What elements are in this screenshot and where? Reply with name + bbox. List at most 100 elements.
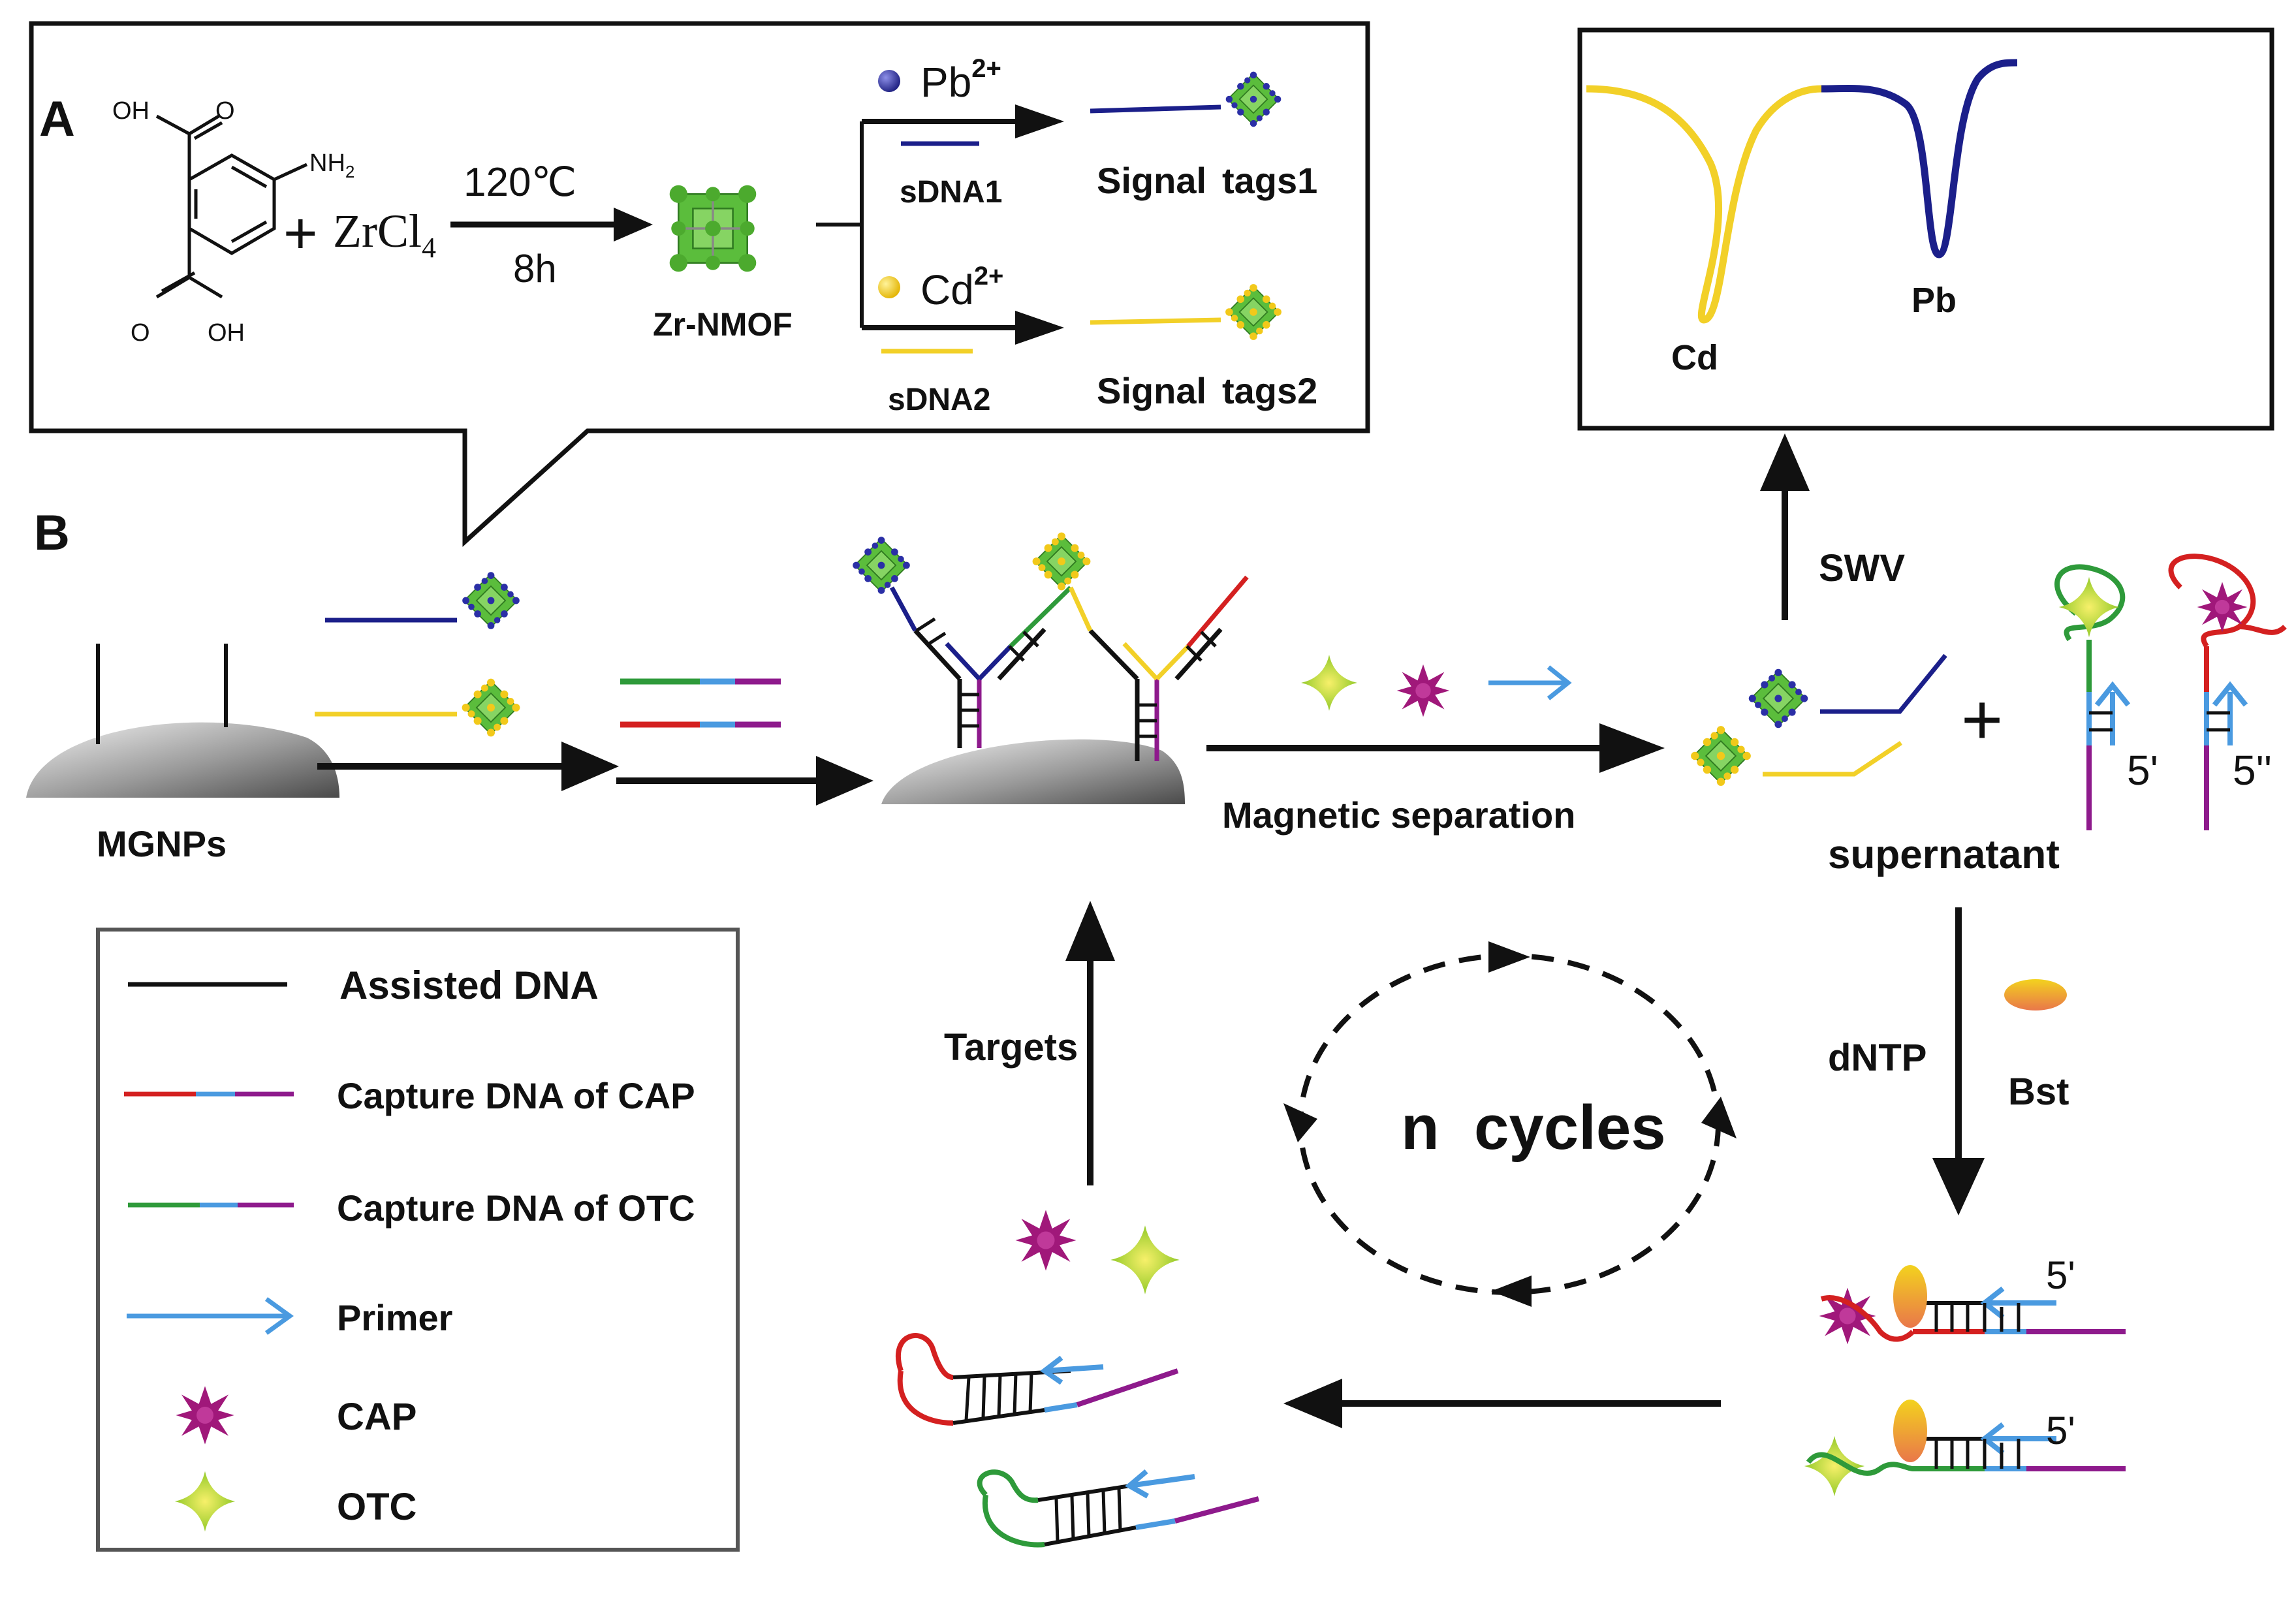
pb-ion-dot <box>878 70 900 92</box>
amplified-otc-icon <box>1804 1435 1865 1497</box>
signal-tag1-strand <box>1090 104 1221 114</box>
magnetic-separation-label: Magnetic separation <box>1222 794 1575 836</box>
released-cap-duplex <box>895 1333 1179 1426</box>
swv-plot: Cd Pb <box>1577 27 2274 431</box>
legend: Assisted DNA Capture DNA of CAP Capture … <box>96 928 740 1552</box>
five-prime-label-d: 5' <box>2046 1409 2075 1452</box>
amplification-arrowhead <box>1932 1158 1985 1215</box>
pb-ion-label: Pb2+ <box>920 54 1001 106</box>
five-prime-label-b: 5'' <box>2233 747 2272 794</box>
cd-ion-label: Cd2+ <box>920 262 1003 313</box>
bound-tag1-mof-icon <box>852 536 911 595</box>
targets-label: Targets <box>944 1026 1078 1069</box>
recycle-arrowhead <box>1283 1379 1342 1428</box>
targets-arrowhead <box>1065 901 1115 961</box>
otc-target-icon <box>1301 655 1357 711</box>
panel-a-callout-box <box>29 21 1370 547</box>
released-otc-duplex <box>977 1469 1260 1548</box>
released-tag1-strand <box>1820 653 1947 714</box>
incoming-tag2-mof-icon <box>461 678 521 738</box>
recycled-otc-icon <box>1110 1225 1180 1294</box>
o-bottom-label: O <box>131 319 150 347</box>
cycle-arrowhead-top <box>1488 941 1530 973</box>
incoming-tag1-mof-icon <box>462 571 520 630</box>
oh-top-label: OH <box>112 97 149 125</box>
dntp-label: dNTP <box>1828 1037 1926 1079</box>
five-prime-label-a: 5' <box>2127 747 2158 794</box>
y-junction-right <box>1068 575 1249 761</box>
y-junction-left <box>889 586 1073 748</box>
signal-tag1-signal-label: Signal <box>1097 160 1206 201</box>
bst-polymerase-icon <box>2004 979 2067 1010</box>
legend-cap-label: CAP <box>337 1396 417 1438</box>
legend-primer-label: Primer <box>337 1297 452 1338</box>
plus-sign-a: + <box>283 201 318 266</box>
bound-tag2-mof-icon <box>1031 531 1092 591</box>
signal-tag2-strand <box>1090 317 1221 325</box>
swv-plot-frame <box>1577 27 2274 431</box>
panel-b: B MGNPs <box>26 433 2287 1552</box>
legend-primer-arrowhead <box>264 1297 294 1335</box>
sdna1-label: sDNA1 <box>900 175 1002 210</box>
legend-capture-cap-label: Capture DNA of CAP <box>337 1075 695 1116</box>
panel-a: A OH O NH2 O OH + ZrCl4 120℃ 8h Zr- <box>29 21 1370 547</box>
pb-peak-label: Pb <box>1911 281 1957 320</box>
bst-label: Bst <box>2008 1071 2069 1113</box>
magnetic-separation-arrowhead <box>1599 723 1665 773</box>
cap-target-icon <box>1396 664 1450 717</box>
sdna2-label: sDNA2 <box>888 383 990 417</box>
branch-arrowhead-top <box>1015 104 1064 138</box>
mgnps-label: MGNPs <box>97 823 227 864</box>
signal-tag2-signal-label: Signal <box>1097 370 1206 411</box>
synthesis-arrowhead <box>614 208 653 242</box>
released-tag1-mof-icon <box>1748 668 1809 729</box>
cycle-arrowhead-left <box>1283 1103 1317 1142</box>
released-tag2-strand <box>1763 741 1902 777</box>
amplified-cap-bst-icon <box>1893 1265 1927 1328</box>
time-label: 8h <box>513 247 557 290</box>
plus-sign-b: + <box>1961 680 2003 760</box>
zr-nmof-icon <box>668 184 758 273</box>
cd-peak-label: Cd <box>1671 338 1718 377</box>
panel-a-letter: A <box>39 91 75 147</box>
cd-peak-curve <box>1586 85 1822 324</box>
cycle-arrowhead-bottom <box>1491 1276 1532 1307</box>
amino-terephthalic-acid-structure <box>155 114 308 299</box>
mgnp-particle-2 <box>881 739 1185 804</box>
cd-ion-dot <box>878 276 900 298</box>
panel-b-letter: B <box>34 505 70 561</box>
primer-icon-head <box>1547 665 1572 700</box>
supernatant-otc-complex <box>2054 564 2131 830</box>
swv-arrowhead <box>1760 433 1810 491</box>
oh-bottom-label: OH <box>208 319 245 347</box>
signal-tag2-tags-label: tags2 <box>1222 370 1317 411</box>
signal-tag1-tags-label: tags1 <box>1222 160 1317 201</box>
pb-peak-curve <box>1821 59 2018 258</box>
legend-frame <box>96 928 740 1552</box>
cycle-arrowhead-right <box>1701 1097 1737 1138</box>
o-top-label: O <box>215 97 235 125</box>
amplified-otc-duplex <box>1804 1400 2126 1497</box>
amplified-cap-duplex <box>1819 1265 2126 1345</box>
released-tag2-mof-icon <box>1690 725 1752 787</box>
zrcl4-label: ZrCl4 <box>333 205 436 264</box>
step-arrowhead-1 <box>561 742 619 791</box>
mgnp-particle-1 <box>26 722 339 798</box>
amine-label: NH2 <box>309 149 354 181</box>
n-cycles-label: n cycles <box>1401 1093 1666 1163</box>
legend-capture-otc-label: Capture DNA of OTC <box>337 1187 695 1229</box>
swv-label: SWV <box>1819 547 1905 589</box>
step-arrowhead-2 <box>816 756 873 806</box>
branch-arrowhead-bottom <box>1015 311 1064 345</box>
zr-nmof-label: Zr-NMOF <box>653 306 793 343</box>
targets-addition-icons <box>1301 655 1572 717</box>
recycled-cap-icon <box>1015 1210 1077 1271</box>
supernatant-label: supernatant <box>1828 832 2060 877</box>
legend-otc-label: OTC <box>337 1486 417 1528</box>
amplified-otc-bst-icon <box>1893 1400 1927 1462</box>
legend-assisted-dna-label: Assisted DNA <box>339 964 599 1007</box>
five-prime-label-c: 5' <box>2046 1253 2075 1297</box>
temperature-label: 120℃ <box>464 160 576 205</box>
supernatant-cap-complex <box>2168 554 2287 830</box>
